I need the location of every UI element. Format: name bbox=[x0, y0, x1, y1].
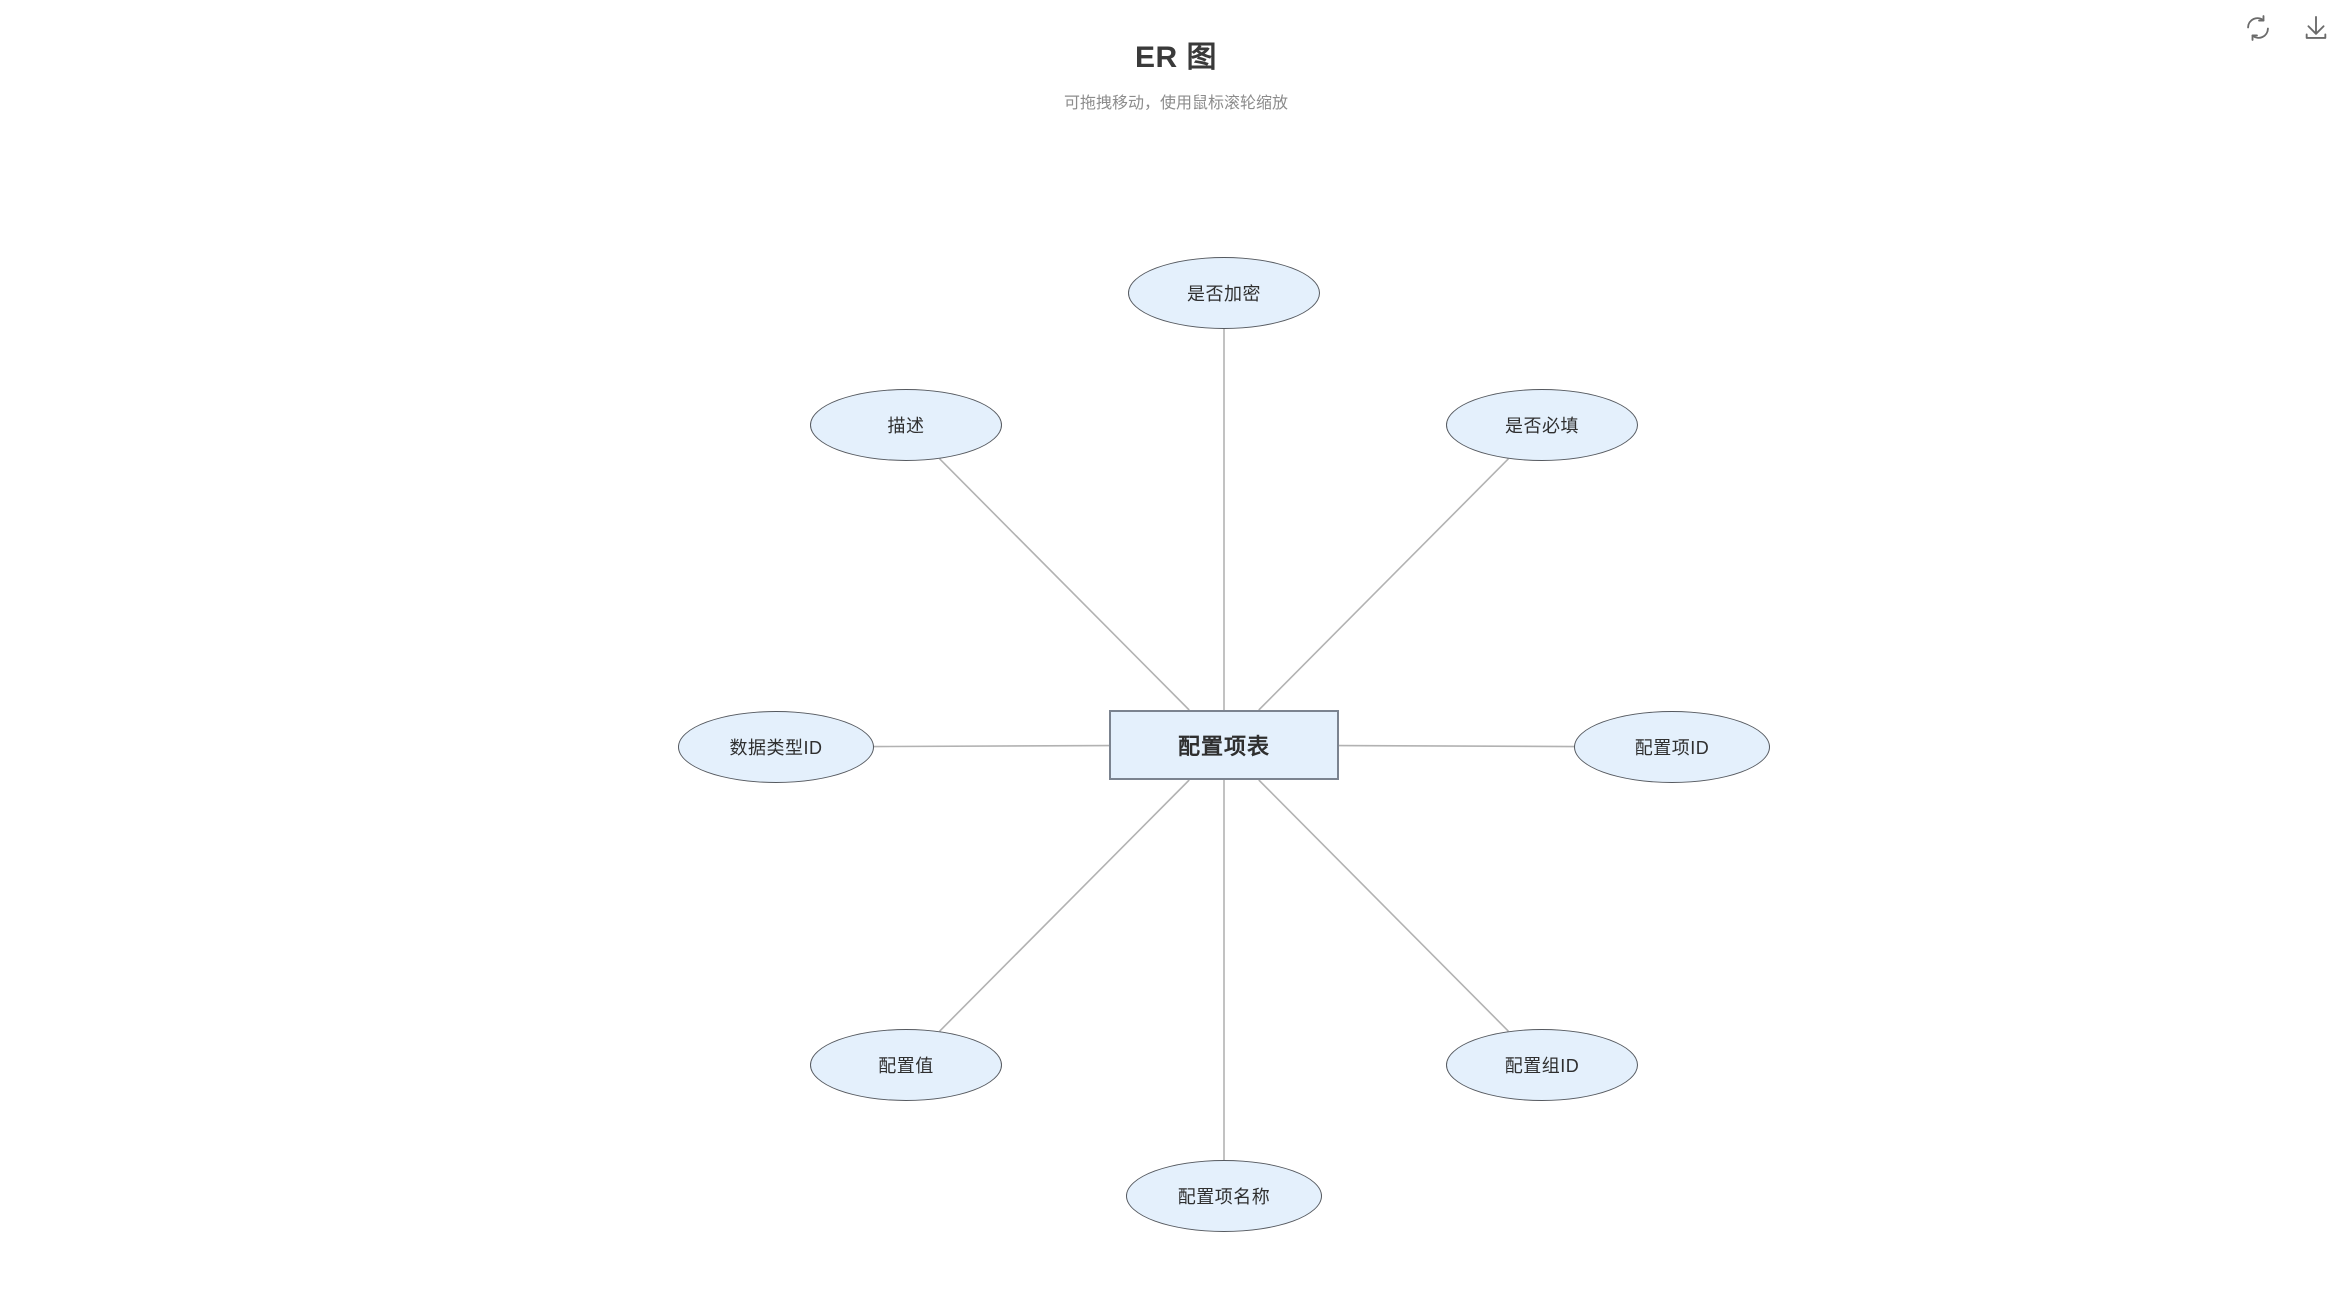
edge-attr-datatype-id bbox=[873, 744, 1110, 748]
attribute-node-label: 是否加密 bbox=[1187, 284, 1261, 304]
refresh-button[interactable] bbox=[2240, 10, 2276, 46]
attribute-node-label: 配置项ID bbox=[1634, 738, 1710, 758]
attribute-node-label: 配置组ID bbox=[1504, 1056, 1580, 1076]
edge-attr-config-id bbox=[1338, 744, 1575, 748]
attribute-node-label: 是否必填 bbox=[1505, 416, 1579, 436]
edge-attr-config-value bbox=[938, 779, 1190, 1032]
attribute-node-config-id[interactable]: 配置项ID bbox=[1574, 711, 1770, 783]
attribute-node-label: 描述 bbox=[887, 416, 925, 436]
edge-attr-is-required bbox=[1258, 458, 1510, 711]
refresh-icon bbox=[2244, 14, 2272, 42]
attribute-node-label: 配置项名称 bbox=[1177, 1187, 1271, 1207]
entity-node-label: 配置项表 bbox=[1177, 734, 1270, 759]
attribute-node-config-group[interactable]: 配置组ID bbox=[1446, 1029, 1638, 1101]
attribute-node-datatype-id[interactable]: 数据类型ID bbox=[678, 711, 874, 783]
download-button[interactable] bbox=[2298, 10, 2334, 46]
attribute-node-is-encrypted[interactable]: 是否加密 bbox=[1128, 257, 1320, 329]
attribute-node-label: 配置值 bbox=[878, 1056, 934, 1076]
toolbar bbox=[2240, 10, 2334, 46]
edge-attr-config-group bbox=[1258, 779, 1510, 1032]
entity-node[interactable]: 配置项表 bbox=[1109, 710, 1339, 780]
attribute-node-description[interactable]: 描述 bbox=[810, 389, 1002, 461]
attribute-node-config-name[interactable]: 配置项名称 bbox=[1126, 1160, 1322, 1232]
attribute-node-is-required[interactable]: 是否必填 bbox=[1446, 389, 1638, 461]
attribute-node-label: 数据类型ID bbox=[729, 738, 823, 758]
edge-attr-description bbox=[938, 458, 1190, 711]
attribute-node-config-value[interactable]: 配置值 bbox=[810, 1029, 1002, 1101]
download-icon bbox=[2302, 14, 2330, 42]
